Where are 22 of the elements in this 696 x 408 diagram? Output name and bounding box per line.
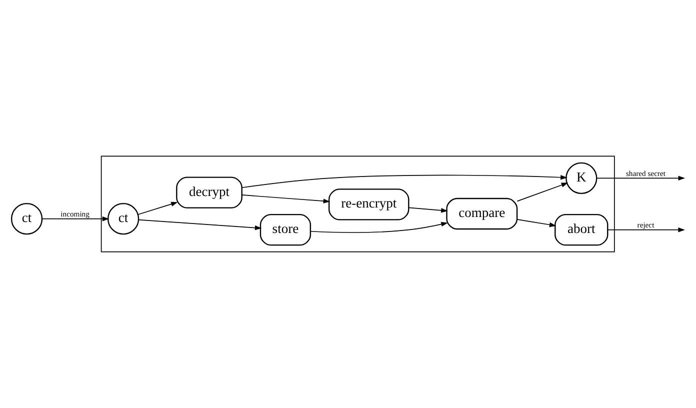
arrow: [242, 194, 330, 204]
edge-label: reject: [637, 220, 654, 230]
arrow: [138, 202, 178, 215]
arrow: [516, 218, 556, 228]
node-box: decrypt: [176, 176, 242, 208]
node-box: re-encrypt: [328, 188, 410, 220]
arrow: [516, 182, 568, 202]
node-circle: ct: [107, 202, 140, 235]
arrow: [310, 222, 448, 233]
arrow: [596, 176, 686, 181]
arrow: [42, 216, 110, 222]
arrow: [607, 227, 685, 232]
edge-label: shared secret: [626, 168, 666, 178]
edge-label: incoming: [60, 209, 90, 218]
arrow: [242, 174, 568, 188]
node-circle: K: [566, 162, 598, 194]
arrow: [408, 207, 448, 213]
node-box: compare: [446, 198, 518, 230]
node-box: store: [260, 214, 312, 246]
node-box: abort: [554, 214, 608, 246]
node-circle: ct: [10, 202, 43, 235]
arrow: [138, 219, 262, 230]
